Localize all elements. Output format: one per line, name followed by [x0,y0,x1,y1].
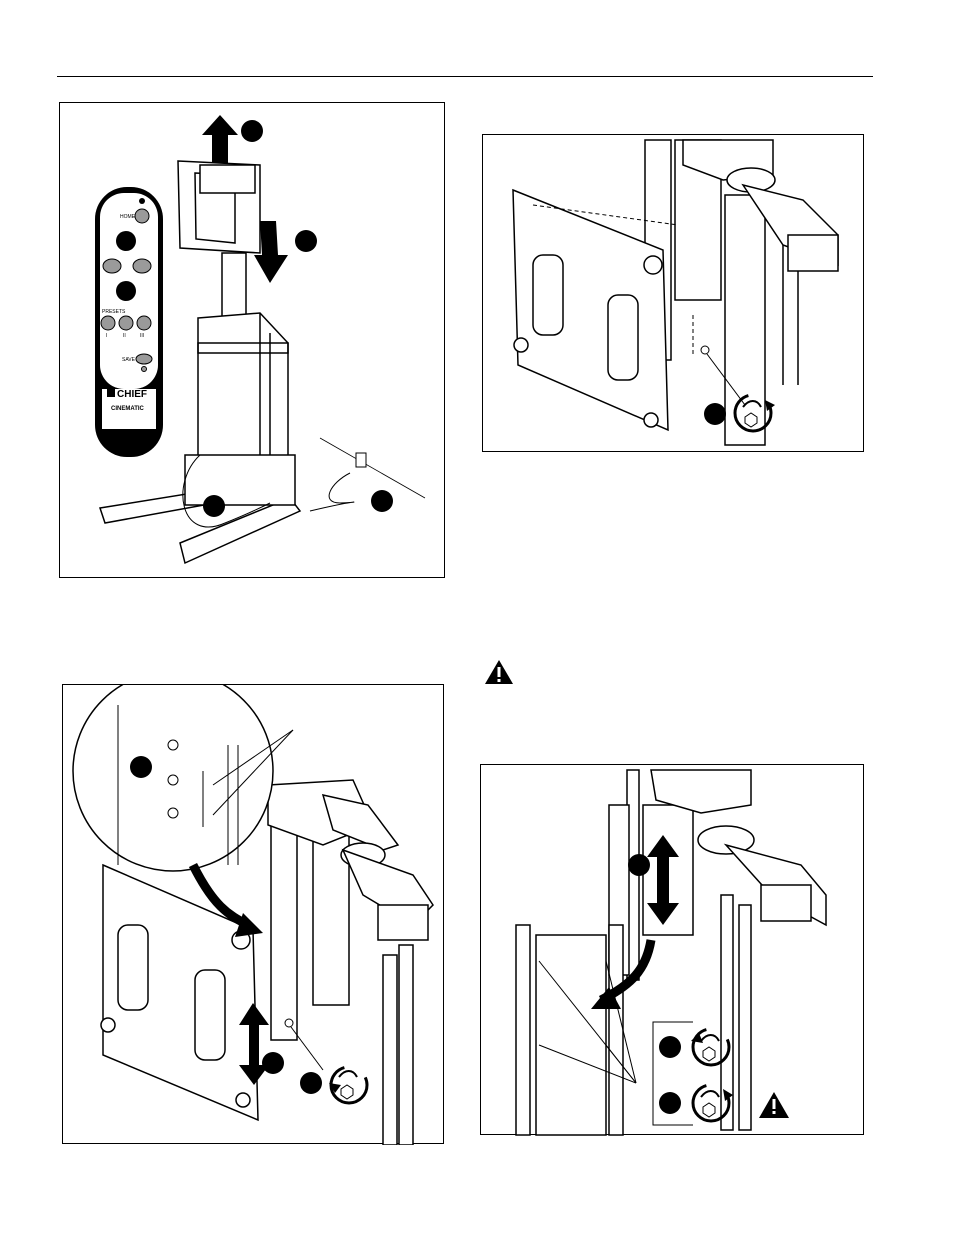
remote-preset-3: III [140,333,144,339]
remote-brand: CHIEF [117,389,147,400]
header-rule [57,76,873,77]
remote-preset-1: I [106,333,107,339]
figure-plate-attach [482,134,864,452]
figure-plate-hang [62,684,444,1144]
callout-1 [262,1052,284,1074]
callout-1 [628,854,650,876]
callout-4 [371,490,393,512]
warning-icon [484,659,514,685]
remote-product: CINEMATIC [111,406,145,412]
callout-2 [130,756,152,778]
callout-1 [704,403,726,425]
callout-1 [241,120,263,142]
remote-home-label: HOME [120,214,136,220]
callout-2 [659,1036,681,1058]
remote-presets-label: PRESETS [102,309,126,315]
figure-stand-remote: HOME PRESETS I II III SAVE CHIEF CINEMAT… [59,102,445,578]
remote-control: HOME PRESETS I II III SAVE CHIEF CINEMAT… [95,187,163,457]
remote-save-label: SAVE [122,357,136,363]
callout-3 [203,495,225,517]
tighten-fastener-icon [329,1067,367,1103]
callout-2 [295,230,317,252]
callout-3 [659,1092,681,1114]
figure-bracket-adjust [480,764,864,1135]
callout-3 [300,1072,322,1094]
warning-icon [759,1092,789,1118]
remote-preset-2: II [123,333,126,339]
